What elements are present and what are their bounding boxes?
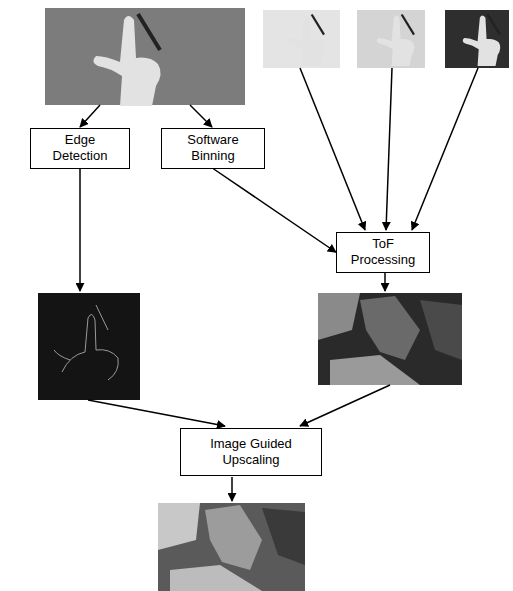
depth-region	[420, 300, 462, 360]
flow-arrow	[386, 68, 392, 230]
box-label: ToF Processing	[342, 236, 424, 269]
output-region	[158, 503, 200, 550]
output-region	[262, 508, 305, 565]
box-label: Edge Detection	[36, 132, 124, 165]
tof-frame	[357, 10, 425, 68]
output-region	[170, 565, 262, 591]
depth-region	[360, 296, 420, 360]
box-label: Image Guided Upscaling	[186, 436, 316, 469]
hand-figure	[287, 14, 325, 66]
output-region	[205, 505, 262, 570]
edge-image	[38, 293, 140, 400]
process-box: Software Binning	[161, 128, 265, 169]
hand-figure	[93, 14, 160, 106]
depth-image	[318, 293, 462, 385]
flow-arrow	[80, 105, 100, 127]
hand-figure	[463, 14, 501, 66]
flow-arrow	[300, 385, 390, 426]
tof-frame	[445, 10, 509, 68]
flow-arrow	[79, 161, 81, 291]
edge-trace	[54, 305, 118, 380]
flow-arrow	[88, 400, 225, 426]
flow-arrow	[190, 105, 212, 127]
process-box: ToF Processing	[336, 232, 430, 273]
hand-figure	[377, 14, 415, 66]
process-box: Image Guided Upscaling	[180, 428, 322, 476]
flow-arrow	[300, 68, 365, 230]
output-image	[158, 503, 305, 591]
process-box: Edge Detection	[30, 128, 130, 169]
depth-region	[330, 355, 420, 385]
flow-arrow	[384, 271, 386, 291]
flow-arrow	[213, 169, 336, 253]
depth-noise	[318, 293, 360, 340]
flow-arrow	[412, 68, 478, 230]
input-photo	[45, 8, 245, 105]
box-label: Software Binning	[167, 132, 259, 165]
tof-frame	[263, 10, 340, 68]
flow-arrow	[231, 477, 233, 501]
